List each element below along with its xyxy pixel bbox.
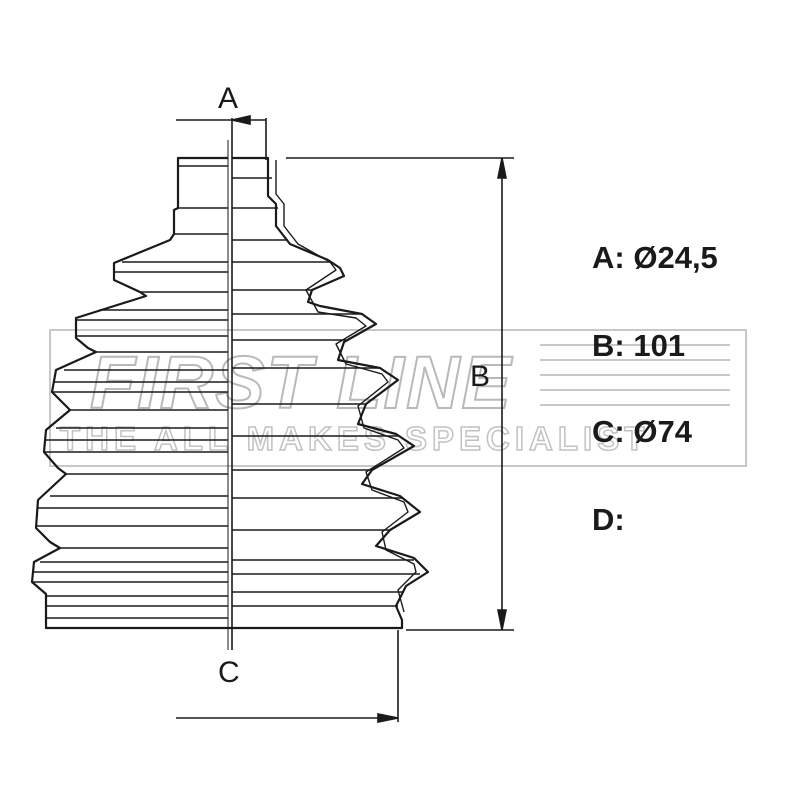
watermark-stripes <box>540 344 730 406</box>
dimension-c-label: C <box>218 656 240 689</box>
dimension-b-arrow-bottom <box>497 609 507 631</box>
dimension-c <box>176 630 399 723</box>
spec-c: C: Ø74 <box>592 414 692 450</box>
spec-a: A: Ø24,5 <box>592 240 718 276</box>
dimension-a-label: A <box>218 82 238 115</box>
dimension-a-arrow <box>231 115 251 125</box>
spec-b-label: B: <box>592 328 625 363</box>
dimension-b-label: B <box>470 360 490 393</box>
spec-a-label: A: <box>592 240 625 275</box>
spec-d: D: <box>592 502 625 538</box>
spec-d-label: D: <box>592 502 625 537</box>
watermark-frame <box>49 329 747 467</box>
boot-right-profile <box>232 156 430 630</box>
boot-right-sections <box>232 177 420 607</box>
dimension-c-arrow <box>377 713 399 723</box>
spec-c-label: C: <box>592 414 625 449</box>
spec-b: B: 101 <box>592 328 685 364</box>
dimension-a <box>176 115 267 160</box>
dimension-b <box>286 157 514 631</box>
dimension-b-arrow-top <box>497 157 507 179</box>
spec-b-value: 101 <box>633 328 686 363</box>
boot-right-inner-profile <box>275 160 417 613</box>
boot-left-sections <box>32 165 228 619</box>
spec-a-value: Ø24,5 <box>633 240 718 275</box>
spec-c-value: Ø74 <box>633 414 692 449</box>
